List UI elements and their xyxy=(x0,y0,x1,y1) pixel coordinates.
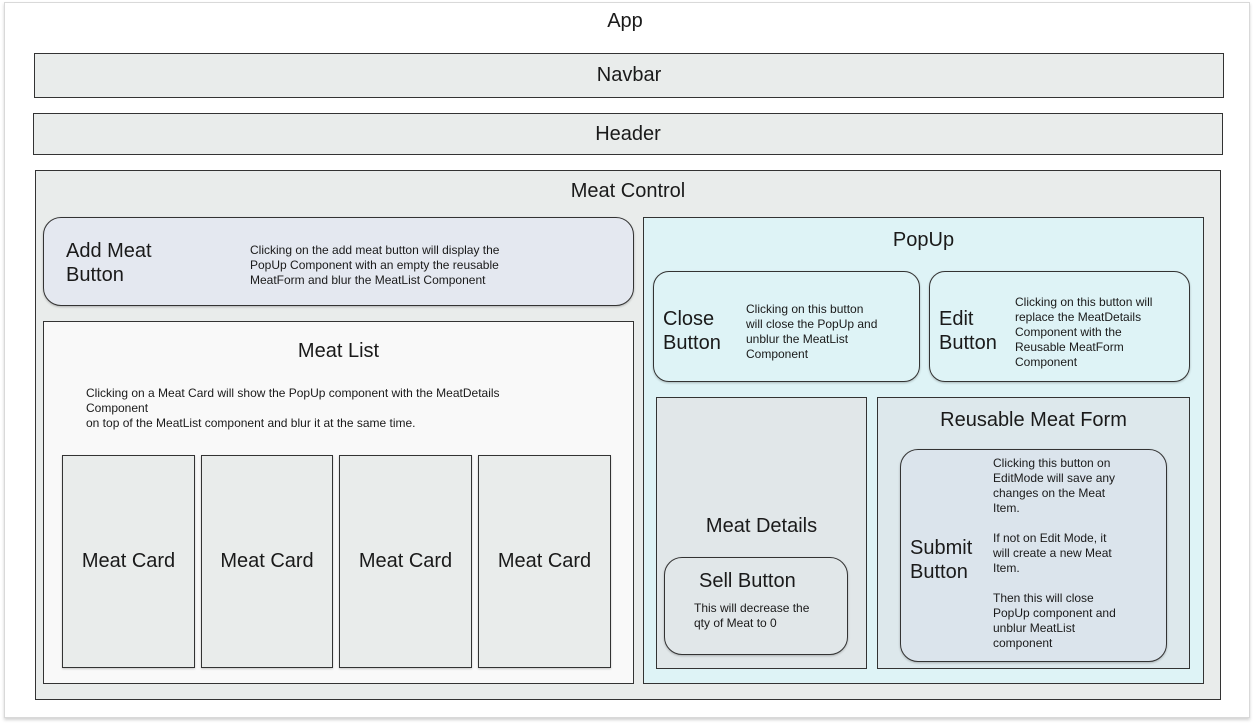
meat-form-title: Reusable Meat Form xyxy=(940,409,1127,431)
meat-card-4[interactable]: Meat Card xyxy=(478,455,611,668)
meat-card-label: Meat Card xyxy=(358,550,453,572)
close-button[interactable] xyxy=(653,271,920,382)
meat-control-title: Meat Control xyxy=(570,180,686,202)
submit-button-label: Submit Button xyxy=(910,537,973,583)
close-button-label: Close Button xyxy=(663,308,721,354)
meat-card-2[interactable]: Meat Card xyxy=(201,455,333,668)
popup-title: PopUp xyxy=(892,229,955,251)
edit-button-description: Clicking on this button will replace the… xyxy=(1015,295,1153,369)
meat-card-label: Meat Card xyxy=(497,550,592,572)
meat-card-label: Meat Card xyxy=(81,550,176,572)
add-meat-button-description: Clicking on the add meat button will dis… xyxy=(250,243,500,287)
navbar-box: Navbar xyxy=(34,53,1224,98)
header-label: Header xyxy=(595,123,661,145)
edit-button[interactable] xyxy=(929,271,1190,382)
meat-list-description: Clicking on a Meat Card will show the Po… xyxy=(86,386,500,430)
meat-card-label: Meat Card xyxy=(220,550,314,572)
meat-list-title: Meat List xyxy=(297,340,380,362)
add-meat-button-label: Add Meat Button xyxy=(66,240,152,286)
add-meat-button[interactable] xyxy=(43,217,634,306)
submit-button[interactable] xyxy=(900,449,1167,662)
header-box: Header xyxy=(33,113,1223,155)
meat-card-3[interactable]: Meat Card xyxy=(339,455,472,668)
close-button-description: Clicking on this button will close the P… xyxy=(746,302,878,361)
sell-button[interactable] xyxy=(664,557,848,655)
meat-card-1[interactable]: Meat Card xyxy=(62,455,195,668)
sell-button-description: This will decrease the qty of Meat to 0 xyxy=(694,601,810,630)
edit-button-label: Edit Button xyxy=(939,308,997,354)
navbar-label: Navbar xyxy=(596,64,662,86)
submit-button-description: Clicking this button on EditMode will sa… xyxy=(993,456,1116,650)
meat-details-title: Meat Details xyxy=(705,515,818,537)
app-title: App xyxy=(607,10,643,32)
sell-button-label: Sell Button xyxy=(699,570,796,592)
